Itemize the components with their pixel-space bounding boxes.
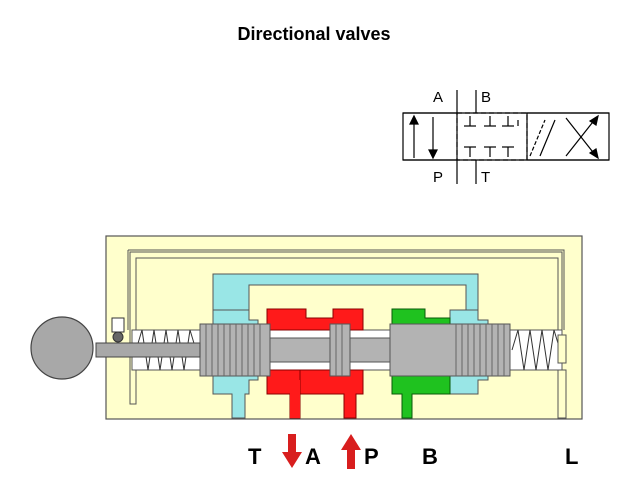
symbol-label-a: A bbox=[433, 89, 443, 106]
symbol-box-center bbox=[456, 112, 528, 161]
flow-arrow-down bbox=[282, 434, 302, 468]
drain-passage bbox=[557, 369, 567, 419]
page-title: Directional valves bbox=[237, 24, 391, 44]
port-p-passage bbox=[299, 369, 364, 419]
symbol-label-p: P bbox=[433, 169, 443, 186]
flow-arrow-up bbox=[341, 434, 361, 469]
valve-symbol bbox=[402, 90, 610, 184]
port-label-p: P bbox=[364, 444, 379, 469]
spring-cap-right bbox=[557, 334, 567, 364]
handle-rod bbox=[95, 342, 201, 358]
symbol-label-t: T bbox=[481, 169, 490, 186]
handle-knob[interactable] bbox=[30, 316, 94, 380]
detent bbox=[111, 317, 125, 333]
port-label-l: L bbox=[565, 444, 578, 469]
port-label-b: B bbox=[422, 444, 438, 469]
port-b-passage bbox=[391, 369, 451, 419]
spring-right bbox=[511, 329, 561, 371]
port-label-t: T bbox=[248, 444, 262, 469]
port-label-a: A bbox=[305, 444, 321, 469]
symbol-label-b: B bbox=[481, 89, 491, 106]
spool bbox=[199, 323, 511, 377]
